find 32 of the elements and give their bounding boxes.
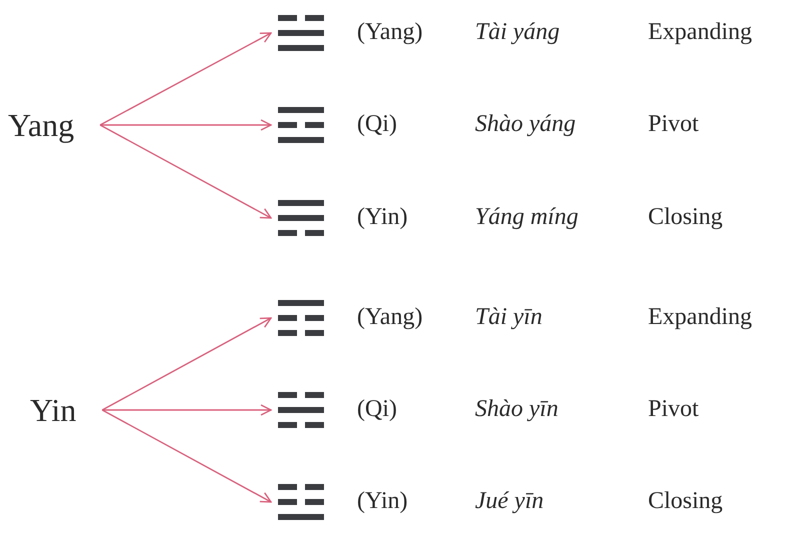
arrow [102,409,272,503]
group-label: Yin [30,392,76,428]
arrow [102,317,272,411]
trigram-icon [277,13,325,53]
channel-name: Yáng míng [475,203,578,232]
trigram-icon [277,105,325,145]
channel-name: Jué yīn [475,487,544,516]
arrow [100,119,272,131]
channel-name: Shào yīn [475,395,558,424]
trigram-icon [277,390,325,430]
function-label: Closing [648,203,723,232]
channel-name: Shào yáng [475,110,576,139]
trigram-note: (Qi) [357,395,397,424]
function-label: Pivot [648,110,699,139]
trigram-icon [277,198,325,238]
trigram-note: (Yang) [357,18,423,47]
arrow [102,404,272,416]
function-label: Closing [648,487,723,516]
trigram-note: (Yin) [357,203,408,232]
channel-name: Tài yīn [475,303,542,332]
trigram-icon [277,298,325,338]
trigram-note: (Qi) [357,110,397,139]
arrow [100,32,272,126]
function-label: Pivot [648,395,699,424]
trigram-icon [277,482,325,522]
trigram-note: (Yang) [357,303,423,332]
arrow [100,124,272,219]
trigram-note: (Yin) [357,487,408,516]
function-label: Expanding [648,18,752,47]
function-label: Expanding [648,303,752,332]
channel-name: Tài yáng [475,18,560,47]
group-label: Yang [8,107,74,143]
